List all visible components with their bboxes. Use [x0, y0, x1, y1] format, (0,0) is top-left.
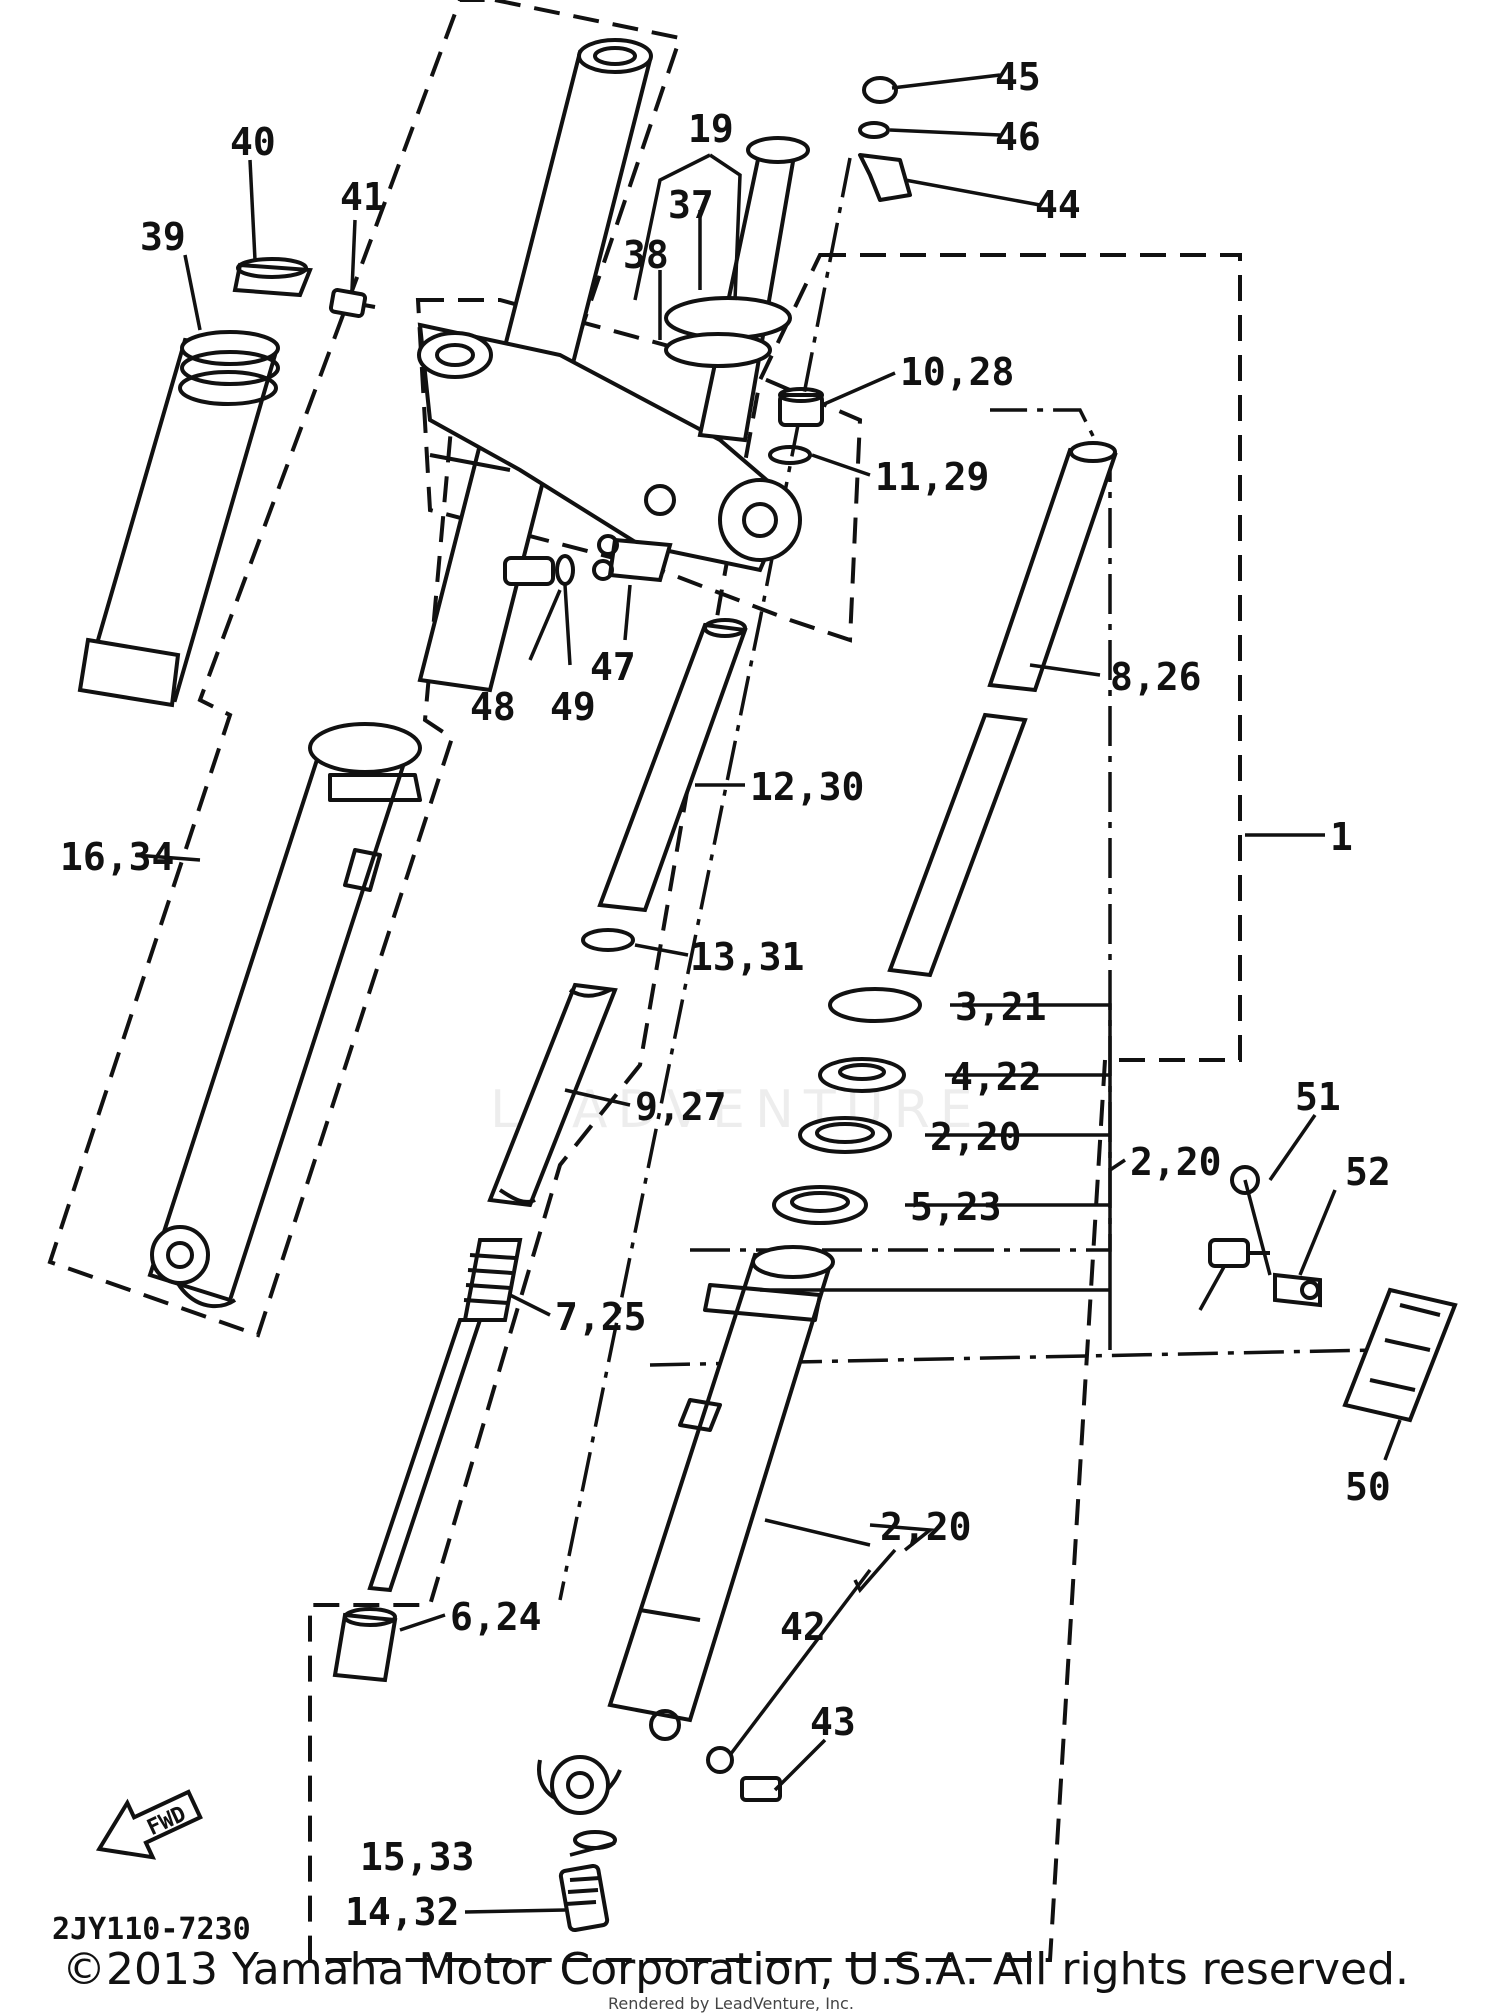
washer-4: [798, 1116, 892, 1154]
callout-2-upper: 2,20: [1130, 1140, 1222, 1184]
fwd-arrow-icon: FWD: [95, 1789, 203, 1860]
callout-41: 40: [230, 120, 276, 164]
bolt-8: [740, 1776, 782, 1802]
callout-48: 47: [590, 645, 636, 689]
callout-44: 49: [550, 685, 596, 729]
taper-spindle-11: [332, 1607, 398, 1683]
upper-bracket: [417, 136, 810, 573]
cap-41: [232, 257, 313, 298]
callout-37: 19: [688, 107, 734, 151]
callout-11: 6,24: [450, 1595, 542, 1639]
right-fork-boundary-1: [308, 253, 1242, 1962]
bolt-42: [328, 288, 376, 318]
oil-seal-6: [818, 1057, 906, 1093]
drain-bolt-7: [706, 1746, 734, 1774]
bracket-51: [1273, 1272, 1322, 1308]
callout-12: 9,27: [635, 1085, 727, 1129]
reflector-49: [1342, 1287, 1458, 1423]
callout-8: 43: [810, 1700, 856, 1744]
callout-17: 14,32: [345, 1890, 459, 1934]
bolt-52: [1208, 1238, 1270, 1268]
right-inner-tube-9: [887, 441, 1118, 978]
render-credit: Rendered by LeadVenture, Inc.: [608, 1994, 854, 2013]
copyright-notice: ©2013 Yamaha Motor Corporation, U.S.A. A…: [62, 1944, 1409, 1995]
washer-44: [555, 554, 575, 586]
callout-6: 4,22: [950, 1055, 1042, 1099]
callout-38: 37: [668, 183, 714, 227]
callout-45: 44: [1035, 183, 1081, 227]
callout-46: 45: [995, 55, 1041, 99]
callout-7: 42: [780, 1605, 826, 1649]
bushing-5: [772, 1185, 868, 1225]
bolt-17: [558, 1863, 610, 1933]
callout-16: 13,31: [690, 935, 804, 979]
o-ring-14: [768, 445, 812, 465]
callout-1: 1: [1330, 815, 1353, 859]
callout-9: 8,26: [1110, 655, 1202, 699]
callout-4: 2,20: [930, 1115, 1022, 1159]
callout-2-lower: 2,20: [880, 1505, 972, 1549]
clip-3: [828, 987, 922, 1023]
callout-49: 50: [1345, 1465, 1391, 1509]
callout-42: 41: [340, 175, 386, 219]
callout-5: 5,23: [910, 1185, 1002, 1229]
callout-3: 3,21: [955, 985, 1047, 1029]
callout-10: 7,25: [555, 1295, 647, 1339]
callout-18: 15,33: [360, 1835, 474, 1879]
clip-45: [858, 153, 912, 202]
bolt-43: [503, 556, 555, 586]
spring-seat-16: [581, 928, 635, 952]
callout-13: 10,28: [900, 350, 1014, 394]
rebound-spring-10: [367, 1238, 523, 1593]
left-outer-tube: [147, 722, 422, 1309]
bracket-48: [592, 534, 673, 583]
callout-14: 11,29: [875, 455, 989, 499]
callout-50: 51: [1295, 1075, 1341, 1119]
left-fork-boundary: [47, 0, 683, 1338]
callout-19: 16,34: [60, 835, 174, 879]
callout-15: 12,30: [750, 765, 864, 809]
washer-47: [858, 121, 890, 139]
drawing-code: 2JY110-7230: [52, 1912, 251, 1947]
callout-51: 52: [1345, 1150, 1391, 1194]
right-outer-tube-2: [537, 1245, 835, 1815]
damper-rod-12: [487, 982, 618, 1208]
callout-43: 48: [470, 685, 516, 729]
leader-lines: [134, 73, 1402, 1914]
bolt-46: [862, 76, 898, 104]
callout-47: 46: [995, 115, 1041, 159]
cap-bolt-13: [778, 387, 824, 427]
spring-15: [597, 618, 748, 913]
dust-boot-40: [77, 330, 280, 708]
callout-labels: 45 46 44 19 37 38 10,28 11,29 8,26 1 12,…: [60, 55, 1391, 1934]
callout-39: 38: [623, 233, 669, 277]
callout-40: 39: [140, 215, 186, 259]
